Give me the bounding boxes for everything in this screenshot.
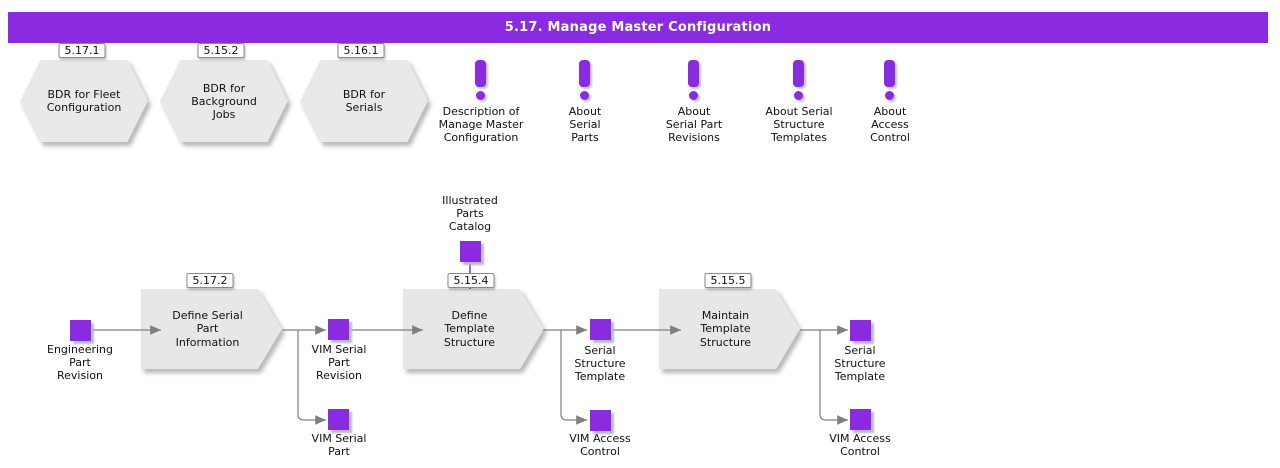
entity-square-icon — [328, 409, 349, 430]
entity-square-icon — [590, 410, 611, 431]
entity-square-icon — [590, 319, 611, 340]
hexagon-bdr-background-jobs[interactable]: BDR for Background Jobs — [160, 60, 288, 142]
entity-square-icon — [850, 409, 871, 430]
hexagon-bdr-serials[interactable]: BDR for Serials — [300, 60, 428, 142]
process-step-define-serial-part-information[interactable]: Define Serial Part Information — [141, 289, 282, 369]
artifact-serial-structure-template: Serial Structure Template — [574, 344, 626, 383]
help-note-label: About Serial Parts — [568, 105, 602, 144]
process-step-label: Maintain Template Structure — [659, 289, 800, 369]
exclamation-icon — [688, 60, 699, 87]
hexagon-bdr-fleet-configuration[interactable]: BDR for Fleet Configuration — [20, 60, 148, 142]
page-title: 5.17. Manage Master Configuration — [504, 20, 772, 35]
artifact-vim-access-control: VIM Access Control — [829, 432, 891, 458]
step-badge: 5.15.2 — [197, 43, 245, 58]
hexagon-label: BDR for Fleet Configuration — [20, 60, 148, 142]
step-badge: 5.15.4 — [447, 273, 495, 288]
step-badge: 5.17.2 — [186, 273, 234, 288]
process-step-label: Define Serial Part Information — [141, 289, 282, 369]
artifact-vim-access-control: VIM Access Control — [569, 432, 631, 458]
entity-square-icon — [460, 241, 481, 262]
help-note-label: About Serial Part Revisions — [665, 105, 723, 144]
process-step-label: Define Template Structure — [403, 289, 544, 369]
exclamation-dot-icon — [689, 91, 698, 100]
step-badge: 5.17.1 — [58, 43, 106, 58]
artifact-illustrated-parts-catalog: Illustrated Parts Catalog — [442, 194, 498, 233]
hexagon-label: BDR for Background Jobs — [160, 60, 288, 142]
artifact-engineering-part-revision: Engineering Part Revision — [47, 343, 113, 382]
step-badge: 5.15.5 — [704, 273, 752, 288]
process-step-maintain-template-structure[interactable]: Maintain Template Structure — [659, 289, 800, 369]
exclamation-icon — [475, 60, 486, 87]
entity-square-icon — [70, 320, 91, 341]
help-note-label: About Access Control — [870, 105, 910, 144]
exclamation-dot-icon — [476, 91, 485, 100]
artifact-serial-structure-template: Serial Structure Template — [834, 344, 886, 383]
artifact-vim-serial-part-revision: VIM Serial Part Revision — [311, 343, 367, 382]
exclamation-icon — [579, 60, 590, 87]
exclamation-dot-icon — [580, 91, 589, 100]
title-bar: 5.17. Manage Master Configuration — [8, 12, 1268, 43]
artifact-vim-serial-part: VIM Serial Part — [311, 432, 367, 458]
entity-square-icon — [850, 320, 871, 341]
hexagon-label: BDR for Serials — [300, 60, 428, 142]
help-note-label: Description of Manage Master Configurati… — [438, 105, 524, 144]
exclamation-dot-icon — [794, 91, 803, 100]
entity-square-icon — [328, 319, 349, 340]
exclamation-dot-icon — [885, 91, 894, 100]
process-step-define-template-structure[interactable]: Define Template Structure — [403, 289, 544, 369]
help-note-label: About Serial Structure Templates — [765, 105, 833, 144]
step-badge: 5.16.1 — [337, 43, 385, 58]
exclamation-icon — [884, 60, 895, 87]
exclamation-icon — [793, 60, 804, 87]
